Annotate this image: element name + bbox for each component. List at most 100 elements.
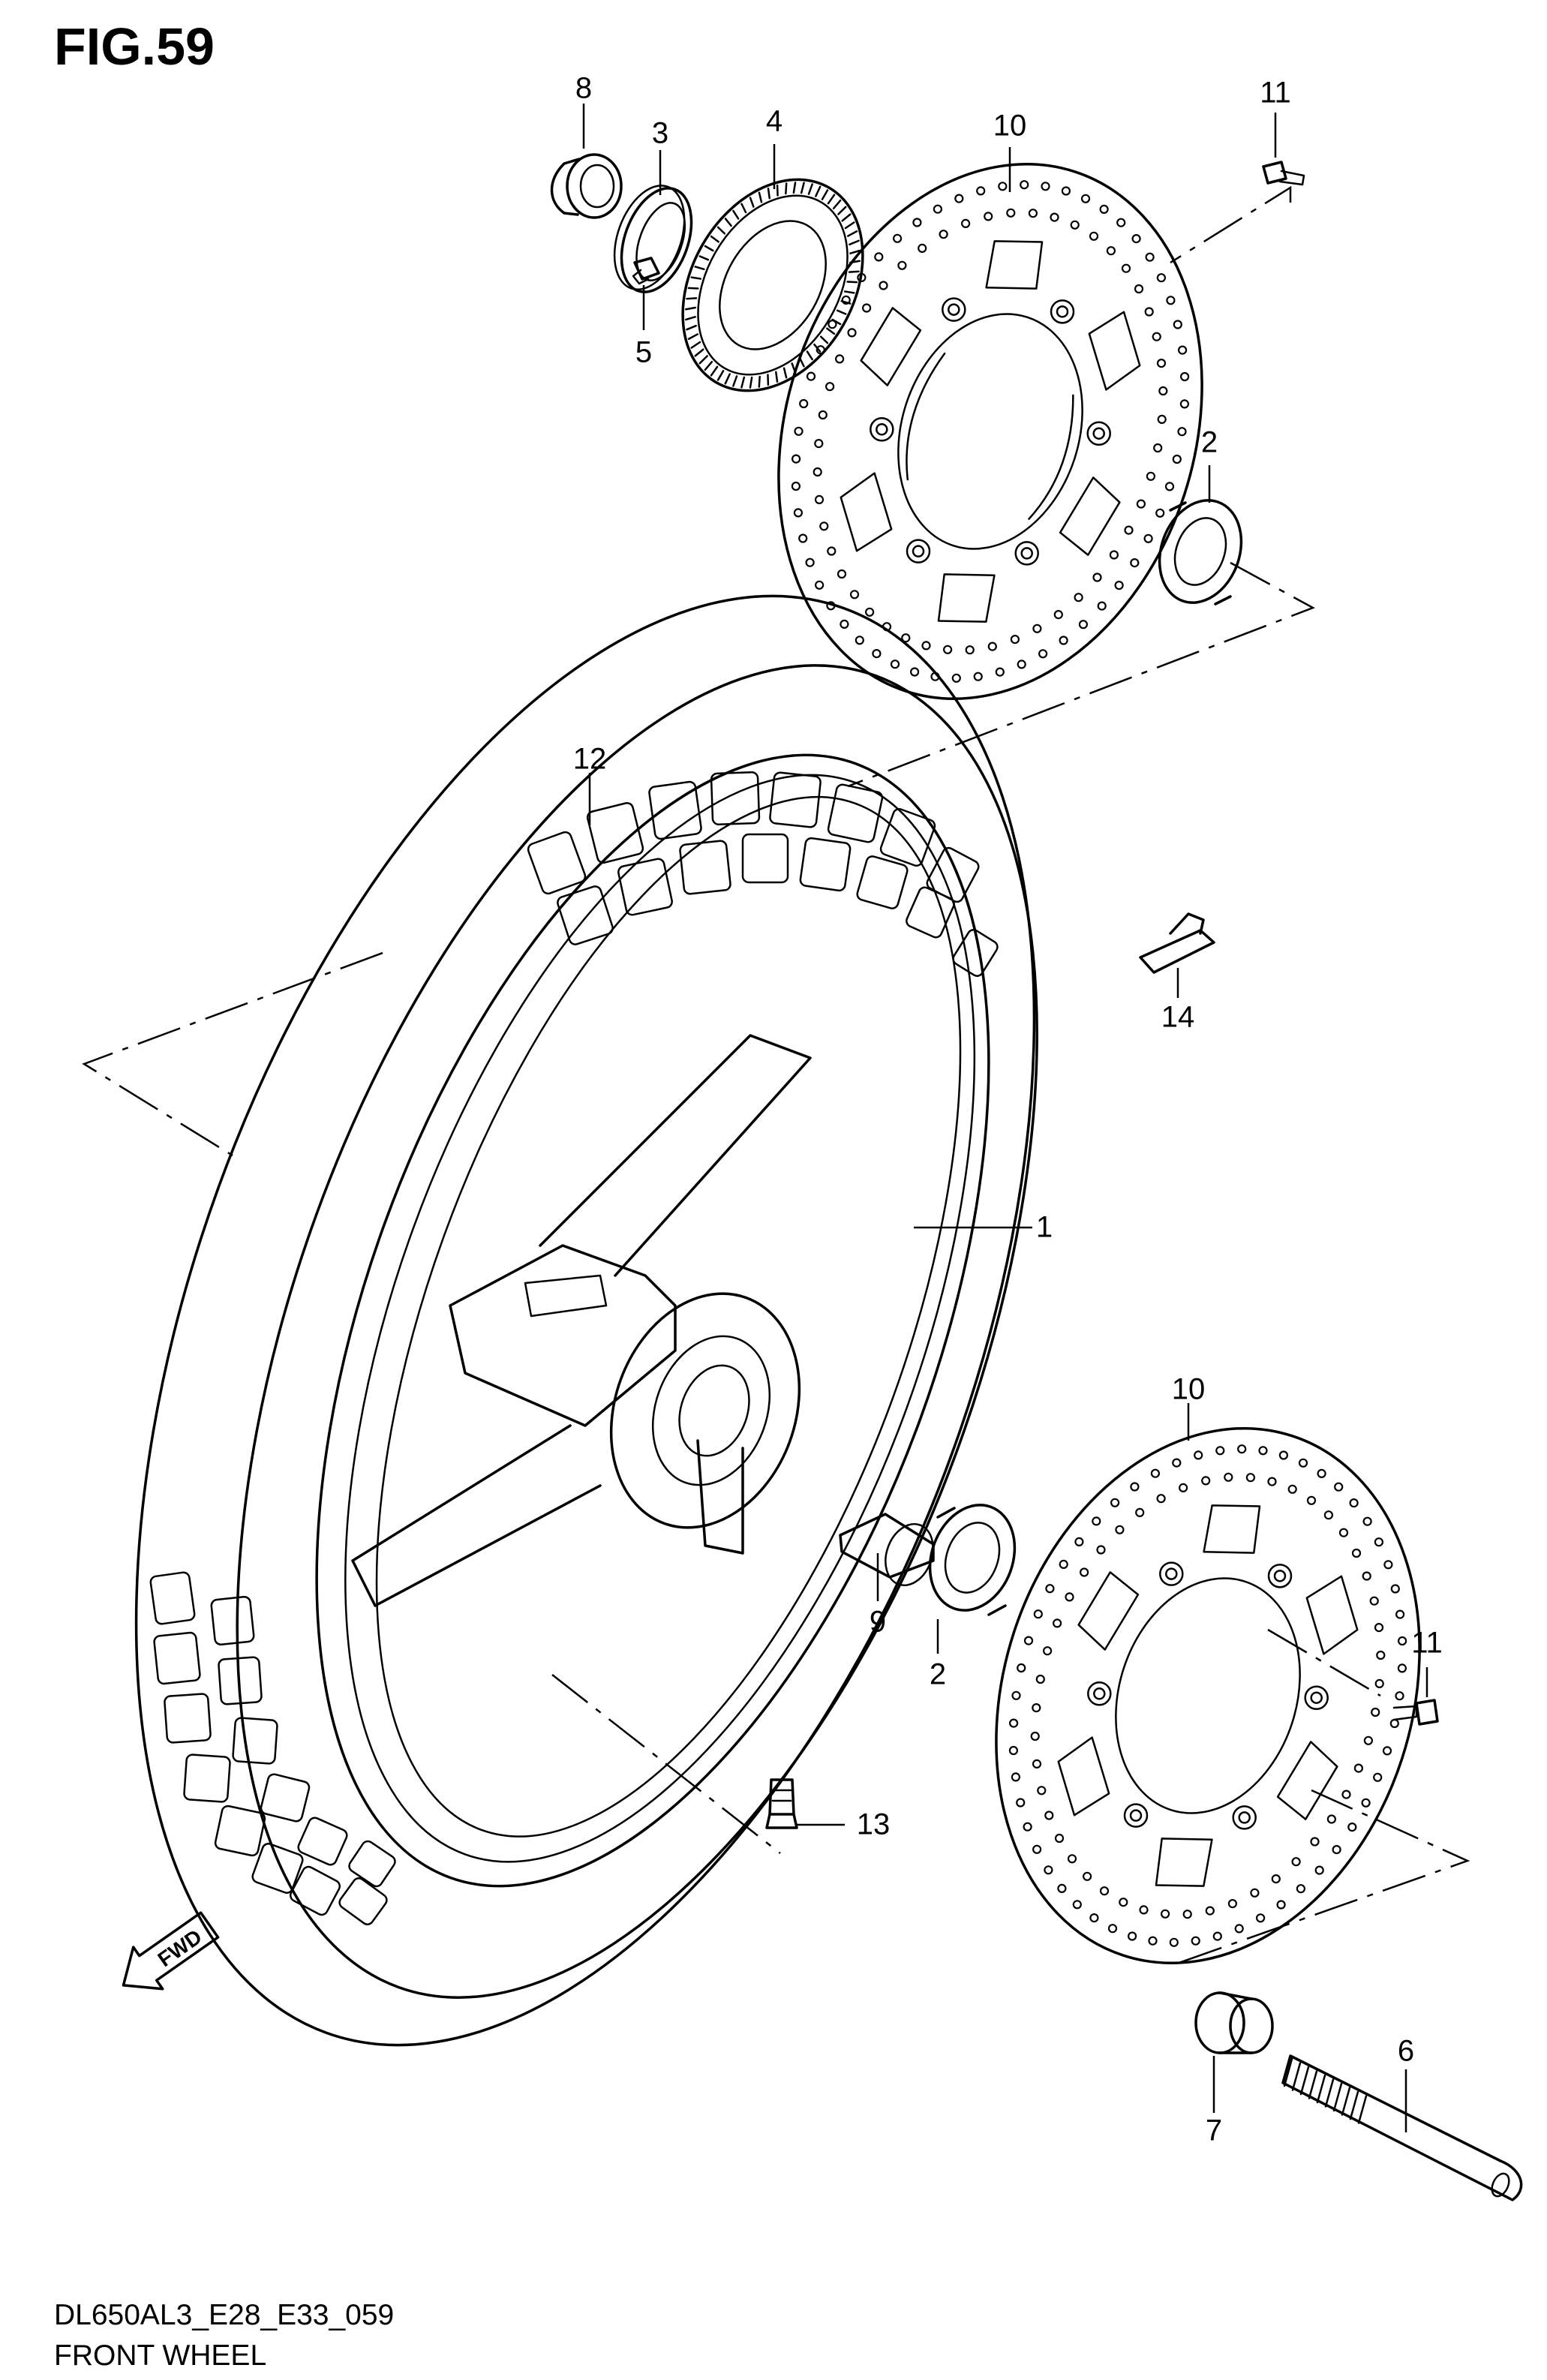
diagram-code: DL650AL3_E28_E33_059 [54, 2299, 395, 2331]
sensor-ring-tooth [724, 373, 731, 385]
disc-vent-hole [1072, 1900, 1082, 1910]
disc-vent-hole [1374, 1537, 1384, 1547]
disc-vent-hole [1092, 572, 1102, 582]
oil-seal-3 [613, 185, 693, 293]
sensor-ring-tooth [694, 266, 705, 271]
sensor-ring-tooth [775, 371, 779, 383]
upper-bearing [1158, 499, 1243, 606]
disc-vent-hole [1296, 1884, 1306, 1894]
disc-vent-hole [1317, 1468, 1326, 1479]
disc-vent-hole [1006, 208, 1016, 218]
disc-vent-hole [855, 636, 864, 645]
disc-vent-hole [1212, 1931, 1222, 1941]
disc-vent-hole [1074, 1537, 1084, 1546]
disc-vent-hole [1397, 1663, 1407, 1673]
disc-vent-hole [1089, 231, 1099, 241]
sensor-ring-tooth [686, 297, 698, 300]
disc-vent-hole [951, 673, 961, 683]
tread-block [251, 1843, 304, 1894]
disc-vent-hole [1136, 499, 1146, 509]
disc-bolt-hole-inner [1273, 1570, 1287, 1582]
disc-vent-hole [954, 194, 964, 203]
callout-11-top: 11 [1260, 76, 1291, 110]
tread-block [149, 1571, 196, 1625]
tread-block [214, 1805, 266, 1857]
disc-vent-hole [1205, 1906, 1215, 1916]
tread-block [856, 855, 909, 909]
disc-vent-hole [1099, 204, 1109, 214]
disc-bolt-hole [1014, 541, 1039, 566]
disc-vent-hole [1177, 427, 1187, 437]
disc-bolt-hole [1232, 1805, 1257, 1830]
disc-vent-hole [1131, 234, 1141, 244]
axle-thread [1332, 2082, 1343, 2112]
disc-vent-hole [1110, 1498, 1120, 1507]
disc-vent-hole [1349, 1498, 1359, 1508]
disc-vent-hole [1050, 212, 1059, 222]
disc-vent-hole [1267, 1477, 1277, 1486]
disc-vent-hole [984, 212, 993, 221]
tread-block [348, 1840, 396, 1888]
tread-block [586, 801, 644, 864]
disc-vent-hole [1011, 1690, 1021, 1700]
sensor-ring-tooth [690, 276, 702, 280]
disc-vent-hole [890, 660, 900, 669]
disc-vent-hole [1152, 332, 1161, 341]
disc-vent-hole [1059, 636, 1068, 645]
disc-vent-hole [1106, 246, 1116, 256]
disc-vent-hole [1258, 1446, 1268, 1456]
tread-blocks-bottom [149, 1571, 396, 1925]
disc-vent-hole [1374, 1678, 1384, 1688]
disc-bolt-hole [1086, 421, 1111, 446]
disc-vent-hole [1298, 1458, 1308, 1468]
axle-thread [1357, 2095, 1368, 2124]
disc-vent-hole [976, 186, 986, 196]
disc-bolt-hole-inner [1310, 1691, 1323, 1704]
callout-9: 9 [869, 1605, 887, 1639]
disc-vent-hole [1124, 525, 1134, 535]
sensor-ring-tooth [836, 309, 847, 315]
sensor-ring-tooth [687, 287, 699, 290]
disc-vent-hole [1227, 1899, 1238, 1909]
disc-vent-hole [1017, 1663, 1026, 1673]
sensor-ring-tooth [740, 376, 746, 389]
disc-vent-hole [1078, 620, 1089, 630]
disc-vent-hole [1052, 1618, 1062, 1628]
disc-vent-hole [1067, 1854, 1077, 1864]
disc-vent-hole [1119, 1898, 1128, 1907]
disc-vent-hole [1353, 1763, 1364, 1773]
disc-vent-hole [1042, 1646, 1053, 1656]
disc-vent-hole [841, 295, 851, 305]
disc-vent-hole [1010, 634, 1020, 645]
disc-vent-hole [1030, 1731, 1040, 1741]
disc-vent-hole [1145, 252, 1155, 262]
callout-1: 1 [1035, 1210, 1053, 1244]
disc-bolt-hole-inner [1093, 1687, 1106, 1700]
disc-vent-hole [1341, 1790, 1351, 1799]
upper-bolt-11 [1262, 161, 1305, 186]
disc-window [1305, 1575, 1359, 1655]
tread-block [338, 1877, 388, 1925]
sensor-ring-tooth [758, 191, 763, 203]
disc-vent-hole [814, 438, 824, 449]
disc-vent-hole [1035, 1674, 1045, 1684]
disc-vent-hole [1158, 386, 1168, 396]
disc-vent-hole [1169, 1937, 1179, 1947]
disc-vent-hole [1287, 1484, 1297, 1494]
disc-vent-hole [1079, 1567, 1089, 1577]
disc-window [937, 573, 996, 623]
tread-block [557, 885, 614, 945]
disc-vent-hole [1032, 1703, 1041, 1713]
sensor-ring-tooth [740, 203, 747, 214]
disc-vent-hole [1157, 414, 1167, 425]
disc-vent-hole [825, 382, 835, 392]
sensor-ring-tooth [684, 316, 696, 321]
disc-window [1203, 1504, 1261, 1554]
disc-window [840, 472, 893, 552]
disc-vent-hole [933, 204, 943, 214]
callout-2-top: 2 [1200, 425, 1218, 459]
tread-block [799, 837, 852, 892]
tread-block [827, 783, 884, 843]
callout-6: 6 [1397, 2034, 1415, 2068]
disc-vent-hole [793, 508, 804, 518]
